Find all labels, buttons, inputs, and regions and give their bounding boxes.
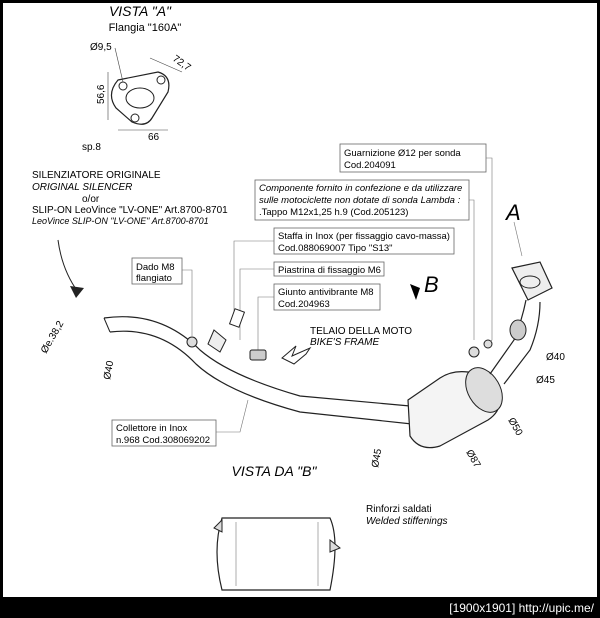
collector-box (111, 419, 217, 447)
dim-thickness: sp.8 (82, 142, 101, 153)
view-b-drawing (213, 517, 341, 591)
bracket-line2: Cod.088069007 Tipo "S13" (278, 243, 393, 254)
original-line3: o/or (82, 194, 100, 205)
original-line1: SILENZIATORE ORIGINALE (32, 170, 161, 181)
collector-line1: Collettore in Inox (116, 423, 188, 434)
dim-hole: Ø9,5 (90, 42, 112, 53)
plate-label: Piastrina di fissaggio M6 (278, 265, 381, 276)
letter-b: B (424, 272, 439, 297)
dim-45-bottom: Ø45 (370, 448, 384, 469)
nut-box (131, 257, 183, 285)
dim-727: 72,7 (170, 53, 193, 73)
dim-566: 56,6 (96, 84, 107, 104)
gasket-line1: Guarnizione Ø12 per sonda (344, 148, 461, 159)
dim-50: Ø50 (505, 416, 524, 438)
collector-line2: n.968 Cod.308069202 (116, 435, 210, 446)
original-line4: SLIP-ON LeoVince "LV-ONE" Art.8700-8701 (32, 205, 228, 216)
exhaust-assembly (103, 261, 553, 449)
rubber-line1: Giunto antivibrante M8 (278, 287, 374, 298)
original-line2: ORIGINAL SILENCER (32, 182, 132, 193)
nut-line1: Dado M8 (136, 262, 175, 273)
dim-66: 66 (148, 132, 160, 143)
component-line2: sulle motociclette non dotate di sonda L… (259, 195, 461, 206)
component-line1: Componente fornito in confezione e da ut… (259, 183, 462, 194)
view-a-flange: Flangia "160A" (109, 22, 182, 34)
frame-line1: TELAIO DELLA MOTO (310, 326, 412, 337)
flange-drawing (107, 47, 183, 131)
dim-40-left: Ø40 (102, 360, 116, 381)
view-a-title: VISTA "A" (109, 3, 172, 19)
technical-drawing: VISTA "A" Flangia "160A" Ø9,5 72,7 56,6 … (32, 3, 565, 591)
original-arrow (57, 239, 79, 293)
view-b-title: VISTA DA "B" (232, 463, 318, 479)
dim-e382: Øe.38,2 (39, 319, 67, 356)
original-line5: LeoVince SLIP-ON "LV-ONE" Art.8700-8701 (32, 216, 209, 226)
b-arrow (410, 284, 420, 300)
frame-arrow (281, 345, 312, 365)
dim-87: Ø87 (463, 448, 482, 470)
original-arrow-head (70, 286, 84, 298)
bracket-line1: Staffa in Inox (per fissaggio cavo-massa… (278, 231, 450, 242)
drawing-frame: VISTA "A" Flangia "160A" Ø9,5 72,7 56,6 … (3, 3, 597, 597)
gasket-line2: Cod.204091 (344, 160, 396, 171)
dim-40-right: Ø40 (546, 352, 565, 363)
frame-line2: BIKE'S FRAME (310, 337, 379, 348)
rubber-line2: Cod.204963 (278, 299, 330, 310)
component-line3: .Tappo M12x1,25 h.9 (Cod.205123) (259, 207, 408, 218)
nut-line2: flangiato (136, 273, 172, 284)
dim-45-right: Ø45 (536, 375, 555, 386)
letter-a: A (504, 200, 521, 225)
footer-watermark: [1900x1901] http://upic.me/ (0, 599, 600, 618)
view-b-label2: Welded stiffenings (366, 516, 448, 527)
view-b-label1: Rinforzi saldati (366, 504, 432, 515)
rubber-box (273, 283, 381, 311)
bracket-box (273, 227, 455, 255)
